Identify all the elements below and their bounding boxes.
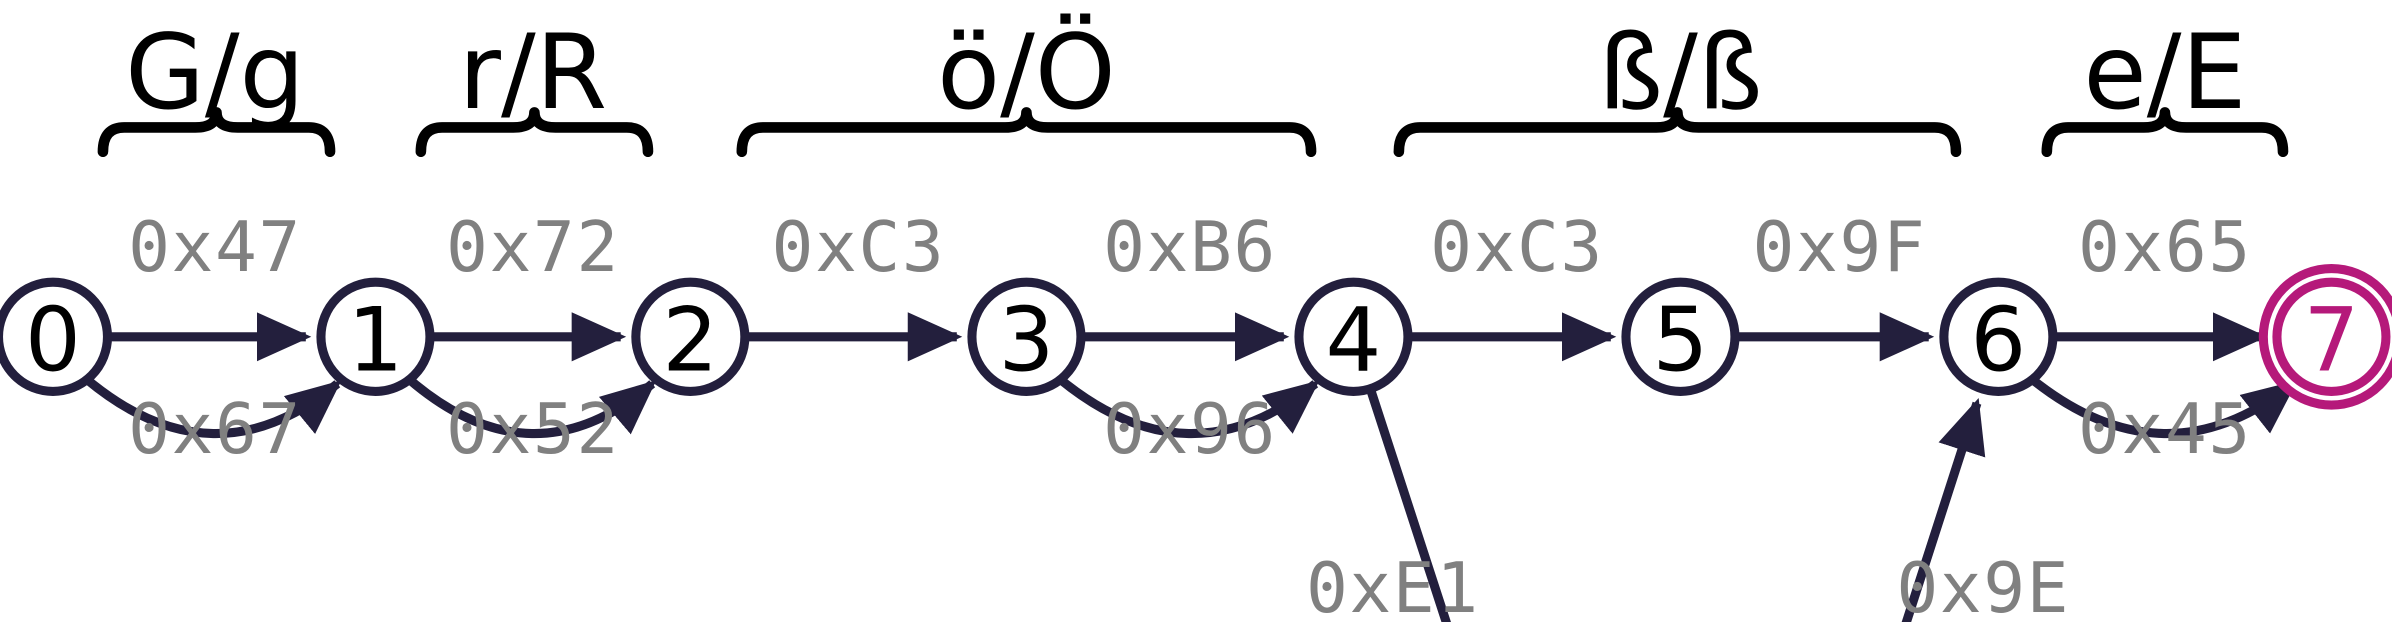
- edge-0-to-1-0x67: [83, 375, 342, 439]
- state-label-0: 0: [25, 288, 81, 391]
- edge-label-0-1-0x47: 0x47: [128, 207, 302, 288]
- state-label-2: 2: [662, 288, 718, 391]
- edge-label-6-7-0x45: 0x45: [2078, 389, 2252, 470]
- group-label-3: ß/ß: [1598, 13, 1762, 133]
- group-label-0: G/g: [125, 13, 305, 133]
- group-brace-1: [415, 107, 654, 158]
- state-node-3[interactable]: 3: [967, 277, 1086, 396]
- state-node-5[interactable]: 5: [1621, 277, 1740, 396]
- edge-9-to-6-0x9E: [1901, 398, 1986, 622]
- state-node-4[interactable]: 4: [1294, 277, 1413, 396]
- state-ring-3: [967, 277, 1086, 396]
- edge-label-2-3-0xC3: 0xC3: [772, 207, 946, 288]
- edge-6-to-7-0x45: [2029, 375, 2298, 439]
- edge-4-to-8-0xE1: [1366, 388, 1451, 622]
- edge-label-3-4-0xB6: 0xB6: [1103, 207, 1277, 288]
- state-ring-0: [0, 277, 113, 396]
- state-node-7[interactable]: 7: [2258, 263, 2392, 410]
- group-brace-0: [97, 107, 336, 158]
- state-node-2[interactable]: 2: [631, 277, 750, 396]
- state-ring-4: [1294, 277, 1413, 396]
- state-node-1[interactable]: 1: [316, 277, 435, 396]
- edges-layer: [83, 312, 2298, 622]
- group-brace-3: [1393, 107, 1962, 158]
- group-brace-4: [2041, 107, 2289, 158]
- edge-3-to-4-0x96: [1057, 375, 1320, 439]
- edge-label-3-4-0x96: 0x96: [1103, 389, 1277, 470]
- group-labels-layer: G/g r/R ö/Ö ß/ß e/E: [125, 13, 2246, 133]
- edge-label-0-1-0x67: 0x67: [128, 389, 302, 470]
- edge-1-to-2-0x52: [406, 375, 657, 439]
- accepting-inner-ring-7: [2272, 277, 2391, 396]
- edge-label-4-5-0xC3: 0xC3: [1430, 207, 1604, 288]
- edge-label-1-2-0x72: 0x72: [446, 207, 620, 288]
- edge-label-5-6-0x9F: 0x9F: [1753, 207, 1927, 288]
- nodes-layer: 0123456789: [0, 263, 2392, 410]
- group-label-4: e/E: [2083, 13, 2246, 133]
- edge-label-9-6-0x9E: 0x9E: [1896, 548, 2070, 622]
- state-ring-5: [1621, 277, 1740, 396]
- state-ring-2: [631, 277, 750, 396]
- state-label-5: 5: [1653, 288, 1709, 391]
- edge-labels-layer: 0x47 0x67 0x72 0x52 0xC3 0xB6 0x96 0xC3 0x9F 0x65…: [128, 207, 2252, 622]
- state-label-6: 6: [1970, 288, 2026, 391]
- state-ring-6: [1939, 277, 2058, 396]
- state-ring-1: [316, 277, 435, 396]
- group-brace-2: [736, 107, 1317, 158]
- state-label-4: 4: [1326, 288, 1382, 391]
- edge-label-6-7-0x65: 0x65: [2078, 207, 2252, 288]
- state-node-0[interactable]: 0: [0, 277, 113, 396]
- group-label-2: ö/Ö: [937, 13, 1116, 133]
- group-label-1: r/R: [459, 13, 608, 133]
- state-node-6[interactable]: 6: [1939, 277, 2058, 396]
- edge-label-4-8-0xE1: 0xE1: [1306, 548, 1480, 622]
- edge-label-1-2-0x52: 0x52: [446, 389, 620, 470]
- state-label-1: 1: [348, 288, 404, 391]
- group-braces-layer: [97, 107, 2289, 158]
- state-label-3: 3: [999, 288, 1055, 391]
- state-label-7: 7: [2304, 288, 2360, 391]
